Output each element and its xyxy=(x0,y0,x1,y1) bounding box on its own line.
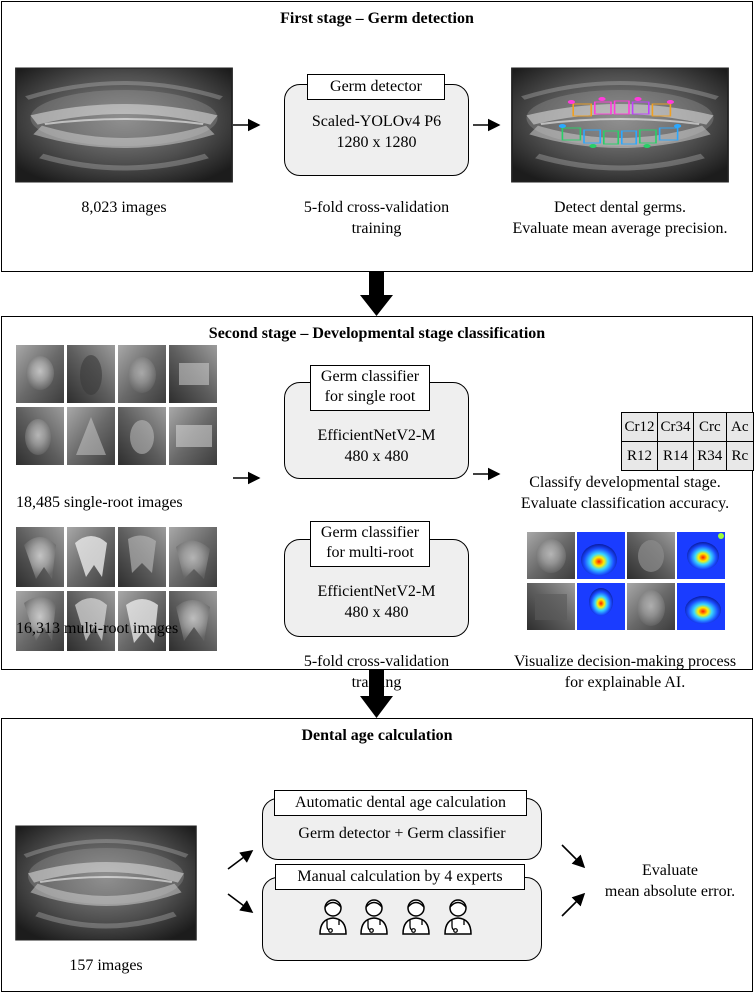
visualize-line2: for explainable AI. xyxy=(564,674,686,691)
stage1-result-line1: Detect dental germs. xyxy=(554,199,686,216)
visualize-line1: Visualize decision-making process xyxy=(513,653,737,670)
stage2-training-line1: 5-fold cross-validation xyxy=(303,653,450,670)
single-root-model-line1: EfficientNetV2-M xyxy=(317,427,436,444)
manual-calculation-box xyxy=(262,877,542,961)
stage1-result-line2: Evaluate mean average precision. xyxy=(512,220,728,237)
stage1-training-line2: training xyxy=(351,220,402,237)
stage-cell: R12 xyxy=(621,441,658,471)
manual-calculation-label: Manual calculation by 4 experts xyxy=(275,864,525,890)
multi-root-classifier-label: Germ classifier for multi-root xyxy=(310,521,430,567)
dentist-icon xyxy=(319,899,347,935)
stage-table-row: Cr12 Cr34 Crc Ac xyxy=(621,412,754,442)
dentist-icon xyxy=(360,899,388,935)
multi-root-model-line2: 480 x 480 xyxy=(344,604,409,621)
multi-root-images-count: 16,313 multi-root images xyxy=(16,620,179,637)
stage-cell: Cr34 xyxy=(657,412,694,442)
developmental-stage-table: Cr12 Cr34 Crc Ac R12 R14 R34 Rc xyxy=(621,412,754,471)
dentist-icon xyxy=(444,899,472,935)
stage-cell: R34 xyxy=(693,441,727,471)
stage-cell: Ac xyxy=(725,412,754,442)
automatic-calculation-label: Automatic dental age calculation xyxy=(274,790,527,816)
stage3-title: Dental age calculation xyxy=(301,727,453,744)
single-root-classifier-line2: for single root xyxy=(324,388,416,405)
stage1-model-line1: Scaled-YOLOv4 P6 xyxy=(311,113,442,130)
stage2-title: Second stage – Developmental stage class… xyxy=(208,325,546,342)
dentist-icon xyxy=(402,899,430,935)
stage-cell: Cr12 xyxy=(621,412,658,442)
automatic-calculation-detail: Germ detector + Germ classifier xyxy=(298,825,506,842)
multi-root-model-line1: EfficientNetV2-M xyxy=(317,583,436,600)
stage1-title: First stage – Germ detection xyxy=(280,10,474,27)
classify-line1: Classify developmental stage. xyxy=(529,474,721,491)
stage3-result-line2: mean absolute error. xyxy=(604,883,736,900)
single-root-classifier-label: Germ classifier for single root xyxy=(310,365,430,411)
stage3-result-line1: Evaluate xyxy=(642,862,698,879)
single-root-model-line2: 480 x 480 xyxy=(344,448,409,465)
multi-root-classifier-line1: Germ classifier xyxy=(320,524,420,541)
stage-cell: R14 xyxy=(657,441,694,471)
explainable-ai-heatmaps xyxy=(527,532,725,630)
multi-root-image-grid xyxy=(16,527,217,651)
stage1-model-line2: 1280 x 1280 xyxy=(336,134,417,151)
single-root-images-count: 18,485 single-root images xyxy=(16,494,183,511)
single-root-image-grid xyxy=(16,345,217,465)
classify-line2: Evaluate classification accuracy. xyxy=(520,495,730,512)
single-root-classifier-line1: Germ classifier xyxy=(320,368,420,385)
stage-table-row: R12 R14 R34 Rc xyxy=(621,441,754,471)
multi-root-classifier-line2: for multi-root xyxy=(326,544,414,561)
stage3-images-count: 157 images xyxy=(69,957,143,974)
germ-detector-label: Germ detector xyxy=(307,74,445,100)
stage1-output-xray xyxy=(512,68,728,182)
stage1-images-count: 8,023 images xyxy=(81,199,167,216)
stage-cell: Rc xyxy=(725,441,754,471)
stage1-training-line1: 5-fold cross-validation xyxy=(303,199,450,216)
